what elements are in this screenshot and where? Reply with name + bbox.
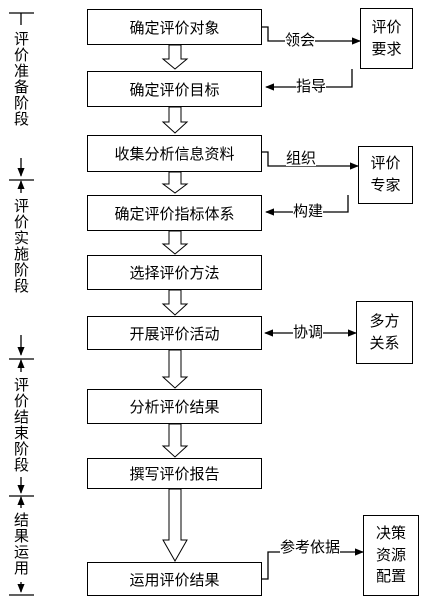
flow-arrow (161, 289, 189, 316)
connector-organize (262, 151, 359, 170)
label-construct: 构建 (293, 202, 324, 220)
stage-conclusion: 评价结束阶段 (12, 377, 30, 473)
flow-arrow (161, 230, 189, 255)
connector-reference (262, 548, 364, 580)
label-guide: 指导 (296, 77, 327, 95)
side-box-decision: 决策 资源 配置 (363, 515, 419, 596)
step-write-report: 撰写评价报告 (87, 458, 262, 489)
label-reference: 参考依据 (280, 538, 341, 556)
connector-guide (265, 69, 353, 91)
flow-arrow (161, 44, 189, 70)
step-build-indicators: 确定评价指标体系 (87, 195, 262, 231)
stage-preparation: 评价准备阶段 (12, 31, 30, 127)
step-select-method: 选择评价方法 (87, 255, 262, 290)
step-apply-results: 运用评价结果 (87, 562, 262, 596)
side-box-relations: 多方 关系 (356, 301, 413, 364)
flow-arrow (161, 423, 189, 458)
flow-arrow (161, 106, 189, 134)
flow-arrow (161, 349, 189, 389)
step-define-object: 确定评价对象 (87, 9, 262, 45)
step-collect-info: 收集分析信息资料 (87, 135, 262, 172)
side-box-requirements: 评价 要求 (360, 8, 413, 69)
step-define-goal: 确定评价目标 (87, 71, 262, 107)
label-coordinate: 协调 (293, 323, 324, 341)
side-box-experts: 评价 专家 (358, 146, 413, 204)
stage-application: 结果运用 (12, 512, 30, 576)
step-carry-out: 开展评价活动 (87, 316, 262, 350)
flow-arrow (161, 171, 189, 194)
flow-arrow (162, 488, 188, 563)
label-comprehend: 领会 (285, 31, 316, 49)
step-analyze-results: 分析评价结果 (87, 389, 262, 424)
stage-implementation: 评价实施阶段 (12, 198, 30, 294)
label-organize: 组织 (286, 149, 317, 167)
